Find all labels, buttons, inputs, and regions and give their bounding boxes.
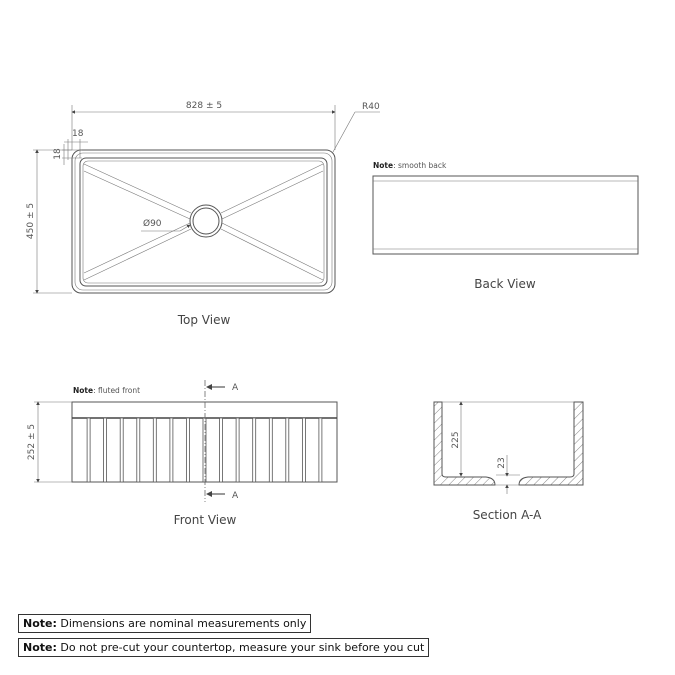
flute (268, 417, 273, 483)
sink-basin (79, 157, 328, 287)
height-dimension: 252 ± 5 (27, 424, 37, 460)
back-view-title: Back View (474, 277, 536, 291)
flute (152, 417, 157, 483)
drain-diameter-dimension: Ø90 (143, 218, 162, 229)
top-view-title: Top View (177, 313, 231, 327)
section-view-title: Section A-A (473, 508, 542, 522)
note-precut: Note: Do not pre-cut your countertop, me… (18, 638, 430, 657)
flutes (86, 417, 323, 483)
note-dimensions: Note: Dimensions are nominal measurement… (18, 614, 312, 633)
front-view: Note: fluted front A A 252 ± 5 Front Vie… (27, 380, 338, 527)
back-view-note: Note: smooth back (373, 161, 447, 170)
flute (301, 417, 306, 483)
front-view-note: Note: fluted front (73, 386, 140, 395)
back-panel (372, 175, 639, 255)
flute (285, 417, 290, 483)
drain-inner (192, 207, 220, 235)
flute (202, 417, 207, 483)
flute (235, 417, 240, 483)
top-view: 828 ± 5 R40 18 18 450 ± 5 Ø90 Top View (26, 101, 380, 327)
drain-grooves (83, 163, 324, 281)
depth-dimension: 450 ± 5 (26, 203, 36, 239)
drain-recess-dimension: 23 (497, 457, 507, 468)
flute (169, 417, 174, 483)
flute (119, 417, 124, 483)
flute (219, 417, 224, 483)
flute (86, 417, 91, 483)
section-mark-bottom: A (232, 491, 239, 501)
rim-width-dimension: 18 (72, 129, 84, 139)
flute (136, 417, 141, 483)
sink-outer-rim (71, 149, 336, 294)
rim-depth-dimension: 18 (53, 148, 63, 160)
section-view: 225 23 Section A-A (433, 401, 584, 522)
flute (185, 417, 190, 483)
width-dimension: 828 ± 5 (186, 101, 222, 111)
inner-depth-dimension: 225 (451, 431, 461, 448)
flute (103, 417, 107, 483)
section-mark-top: A (232, 383, 239, 393)
back-view: Note: smooth back Back View (372, 161, 639, 291)
flute (252, 417, 257, 483)
front-view-title: Front View (174, 513, 237, 527)
section-right-wall (518, 401, 584, 486)
radius-dimension: R40 (362, 102, 380, 112)
section-left-wall (433, 401, 496, 486)
flute (318, 417, 323, 483)
drain-outer (189, 204, 223, 238)
